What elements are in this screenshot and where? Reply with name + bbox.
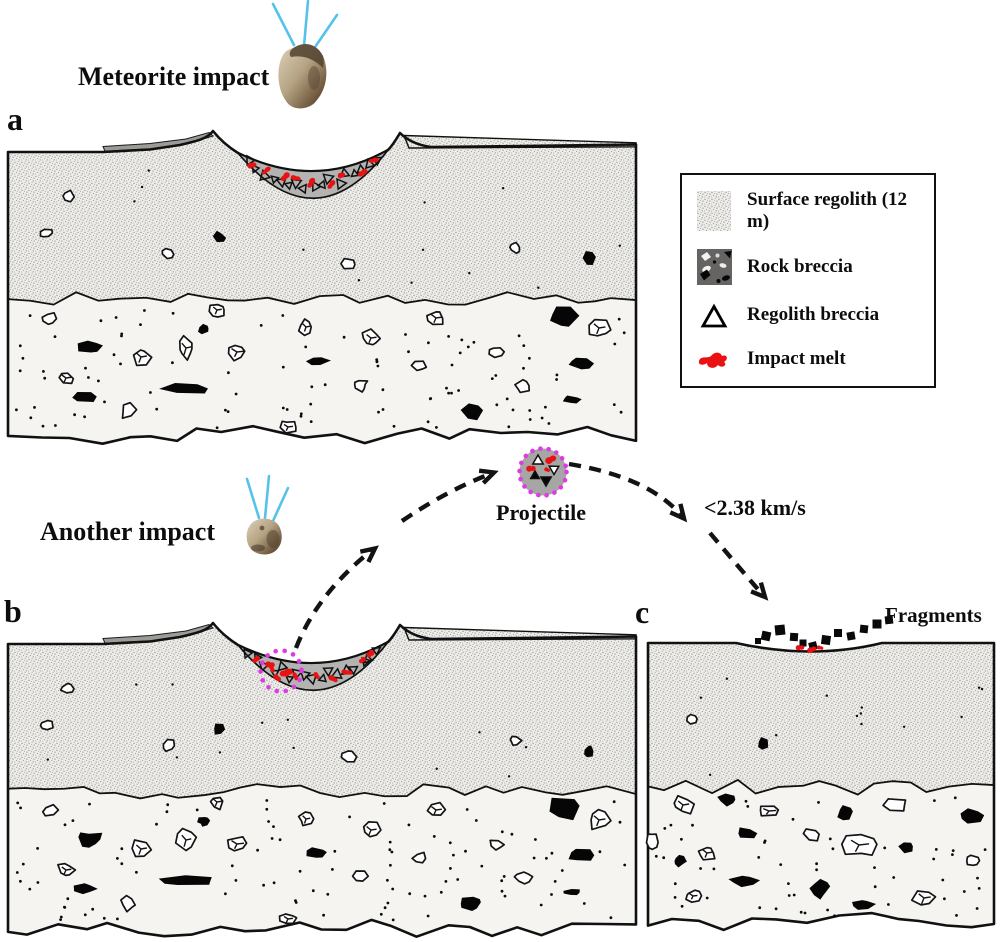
legend-item-label: Surface regolith (12 m) — [747, 188, 908, 232]
ejection-trajectory-arrows — [293, 461, 769, 649]
impact-melt-swatch-icon — [698, 352, 727, 369]
bedrock-clasts — [39, 682, 612, 925]
meteorite-icon-top — [278, 44, 327, 109]
legend-item-impact-melt: Impact melt — [692, 346, 930, 372]
projectile-icon — [517, 446, 569, 498]
rock-breccia-swatch-icon — [696, 248, 732, 285]
speckle-dots — [15, 169, 626, 430]
panel-b-label: b — [4, 593, 22, 629]
impact-melt-blobs — [252, 649, 375, 683]
legend-item-regolith-breccia: Regolith breccia — [692, 300, 930, 330]
panel-c-illustration — [645, 615, 996, 932]
regolith-breccia-swatch-icon — [700, 304, 728, 328]
legend-item-label: Impact melt — [747, 348, 846, 370]
speckle-dots — [654, 677, 987, 918]
speckle-dots — [15, 683, 627, 922]
impact-melt-blobs — [247, 157, 379, 189]
legend-item-surface-regolith: Surface regolith (12 m) — [692, 189, 930, 233]
bedrock-clasts — [645, 713, 985, 910]
surface-regolith-swatch-icon — [697, 190, 731, 231]
ejection-velocity-label: <2.38 km/s — [704, 495, 806, 520]
impact-streaks-icon-top — [271, 0, 339, 52]
legend-item-rock-breccia: Rock breccia — [692, 248, 930, 285]
crater-breccia-lens — [237, 641, 389, 691]
projectile-label: Projectile — [496, 500, 586, 525]
panel-a-illustration — [6, 129, 638, 445]
ejected-material-highlight-circle — [258, 648, 304, 694]
meteorite-impact-label: Meteorite impact — [78, 62, 270, 91]
panel-a-label: a — [7, 101, 23, 137]
crater-breccia-lens — [237, 149, 389, 199]
fragments-label: Fragments — [885, 603, 982, 627]
impact-streaks-icon-mid — [245, 474, 290, 523]
panel-c-label: c — [635, 594, 650, 630]
legend-box: Surface regolith (12 m) Rock breccia Reg… — [680, 173, 936, 388]
bedrock-clasts — [39, 189, 612, 434]
fragments-cluster — [755, 615, 894, 654]
panel-b-illustration — [6, 621, 638, 938]
another-impact-label: Another impact — [40, 517, 216, 546]
meteorite-icon-mid — [246, 518, 282, 555]
legend-item-label: Rock breccia — [747, 255, 853, 277]
ejected-melt-cluster — [265, 661, 290, 682]
legend-item-label: Regolith breccia — [747, 304, 880, 326]
